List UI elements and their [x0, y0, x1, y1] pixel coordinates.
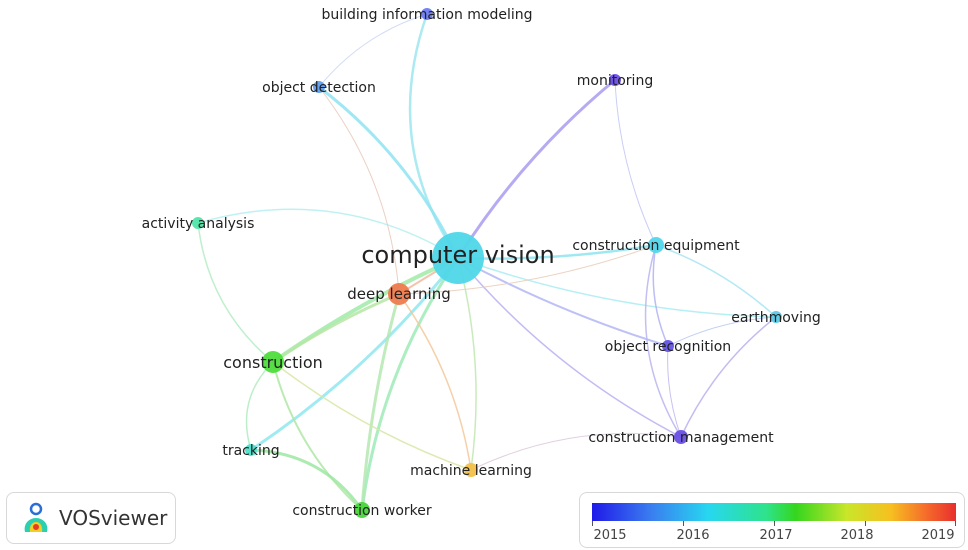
- link-ml-cm: [470, 432, 682, 471]
- network-nodes: [192, 8, 782, 518]
- node-aa[interactable]: [192, 217, 204, 229]
- node-label-cv[interactable]: computer vision: [361, 241, 554, 269]
- link-bim-od: [318, 13, 428, 88]
- link-cv-mon: [456, 78, 616, 259]
- node-label-ce[interactable]: construction equipment: [572, 238, 740, 254]
- link-cv-ml: [457, 257, 477, 471]
- legend-gradient-bar: [592, 503, 956, 521]
- link-cv-or: [457, 257, 669, 347]
- node-cons[interactable]: [262, 351, 284, 373]
- node-or[interactable]: [662, 340, 674, 352]
- link-tr-cw: [250, 448, 364, 511]
- link-cv-tr: [250, 257, 460, 452]
- node-label-cm[interactable]: construction management: [588, 430, 774, 446]
- legend-year-label: 2019: [921, 528, 955, 543]
- legend-tick: [683, 521, 684, 526]
- link-cv-aa: [197, 208, 459, 259]
- vosviewer-brand: VOSviewer: [6, 492, 176, 544]
- vosviewer-logo-icon: [24, 502, 48, 532]
- node-em[interactable]: [770, 311, 782, 323]
- node-label-cons[interactable]: construction: [223, 353, 323, 372]
- legend-tick: [955, 521, 956, 526]
- link-mon-ce: [614, 79, 657, 246]
- link-dl-cons: [272, 292, 400, 364]
- legend-tick: [592, 521, 593, 526]
- node-label-dl[interactable]: deep learning: [347, 285, 450, 303]
- link-cv-cw: [360, 257, 460, 511]
- link-ce-or: [652, 244, 669, 347]
- link-or-cm: [667, 345, 682, 438]
- node-cw[interactable]: [354, 502, 370, 518]
- node-ce[interactable]: [648, 237, 664, 253]
- node-mon[interactable]: [609, 74, 621, 86]
- legend-year-label: 2016: [676, 528, 710, 543]
- link-em-cm: [680, 316, 777, 438]
- legend-year-label: 2015: [593, 528, 627, 543]
- link-dl-cw: [360, 293, 401, 511]
- link-cv-cm: [457, 257, 682, 438]
- link-cv-bim: [408, 13, 460, 259]
- link-cons-aa: [197, 222, 274, 363]
- brand-name: VOSviewer: [59, 506, 168, 530]
- node-label-em[interactable]: earthmoving: [731, 310, 820, 326]
- year-color-legend: 2015 2016 2017 2018 2019: [579, 492, 965, 548]
- link-em-or: [667, 316, 777, 347]
- node-dl[interactable]: [388, 283, 410, 305]
- node-label-mon[interactable]: monitoring: [577, 73, 653, 89]
- link-ce-em: [655, 244, 777, 318]
- node-label-cw[interactable]: construction worker: [292, 503, 432, 519]
- node-label-bim[interactable]: building information modeling: [321, 7, 532, 23]
- link-dl-ce: [398, 244, 657, 295]
- link-cons-cw: [272, 361, 363, 511]
- node-label-tr[interactable]: tracking: [222, 443, 279, 459]
- link-cons-ml: [272, 361, 472, 471]
- link-ce-cm: [644, 244, 682, 438]
- link-dl-ml: [398, 293, 472, 471]
- legend-year-label: 2018: [840, 528, 874, 543]
- legend-tick: [865, 521, 866, 526]
- link-dl-od: [318, 86, 400, 295]
- node-label-aa[interactable]: activity analysis: [142, 216, 255, 232]
- network-labels: computer vision deep learning construction…: [142, 7, 821, 519]
- node-label-or[interactable]: object recognition: [605, 339, 731, 355]
- node-cv[interactable]: [432, 232, 484, 284]
- node-od[interactable]: [313, 81, 325, 93]
- node-tr[interactable]: [245, 444, 257, 456]
- node-bim[interactable]: [421, 8, 433, 20]
- legend-tick: [774, 521, 775, 526]
- link-cv-em: [457, 257, 777, 318]
- node-cm[interactable]: [674, 430, 688, 444]
- node-ml[interactable]: [464, 463, 478, 477]
- link-cv-od: [318, 85, 460, 259]
- node-label-od[interactable]: object detection: [262, 80, 376, 96]
- legend-year-label: 2017: [759, 528, 793, 543]
- node-label-ml[interactable]: machine learning: [410, 463, 532, 479]
